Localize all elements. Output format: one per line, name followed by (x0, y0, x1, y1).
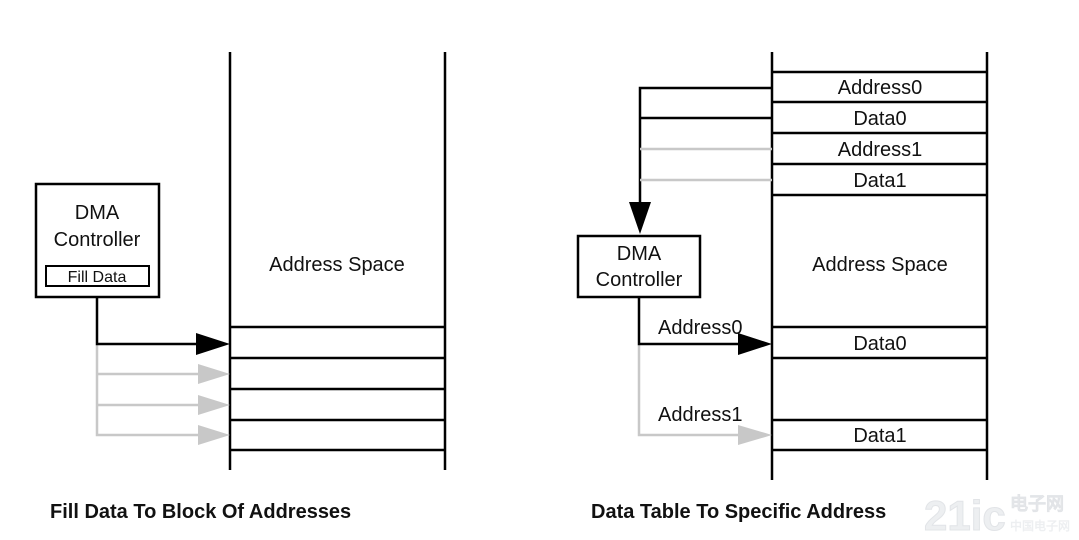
arrow-head-gray (198, 364, 230, 384)
fill-data-box (45, 265, 150, 287)
left-controller-label: Controller (54, 229, 141, 251)
right-target-row-lines (772, 325, 987, 452)
svg-text:21ic: 21ic (924, 492, 1006, 539)
svg-text:电子网: 电子网 (1010, 493, 1064, 514)
right-address-space-label: Address Space (812, 254, 948, 276)
left-block-rows (230, 325, 445, 452)
right-dma-controller-box (576, 234, 702, 299)
right-caption: Data Table To Specific Address (591, 501, 886, 523)
left-address-space-label: Address Space (269, 254, 405, 276)
fill-data-label: Fill Data (68, 269, 127, 286)
left-diagram: Address Space DMA Controller Fill Data (34, 52, 447, 523)
left-dma-label: DMA (75, 202, 120, 224)
arrow-head-gray (738, 425, 772, 445)
arrow-label-address1: Address1 (658, 404, 743, 426)
write-active-arrow (637, 297, 772, 355)
table-row-address1: Address1 (838, 139, 923, 161)
left-active-fill-arrow (95, 297, 230, 355)
table-row-data1: Data1 (853, 170, 906, 192)
arrow-head-black (738, 333, 772, 355)
right-table-row-lines (772, 70, 987, 197)
left-caption: Fill Data To Block Of Addresses (50, 501, 351, 523)
right-diagram: Address0 Data0 Address1 Data1 Address Sp… (576, 52, 989, 523)
right-dma-label: DMA (617, 243, 662, 265)
table-row-data0: Data0 (853, 108, 906, 130)
left-inactive-fill-arrows (95, 345, 230, 445)
table-read-active-lines (629, 86, 772, 234)
arrow-label-address0: Address0 (658, 317, 743, 339)
target-row-data1: Data1 (853, 425, 906, 447)
write-inactive-arrow (637, 345, 772, 445)
arrow-head-black (196, 333, 230, 355)
arrow-head-black (629, 202, 651, 234)
table-row-address0: Address0 (838, 77, 923, 99)
right-controller-label: Controller (596, 269, 683, 291)
arrow-head-gray (198, 395, 230, 415)
arrow-head-gray (198, 425, 230, 445)
svg-text:中国电子网: 中国电子网 (1010, 518, 1070, 533)
target-row-data0: Data0 (853, 333, 906, 355)
watermark-logo: 21ic 电子网 中国电子网 (924, 492, 1071, 540)
table-read-inactive-lines (640, 147, 772, 182)
